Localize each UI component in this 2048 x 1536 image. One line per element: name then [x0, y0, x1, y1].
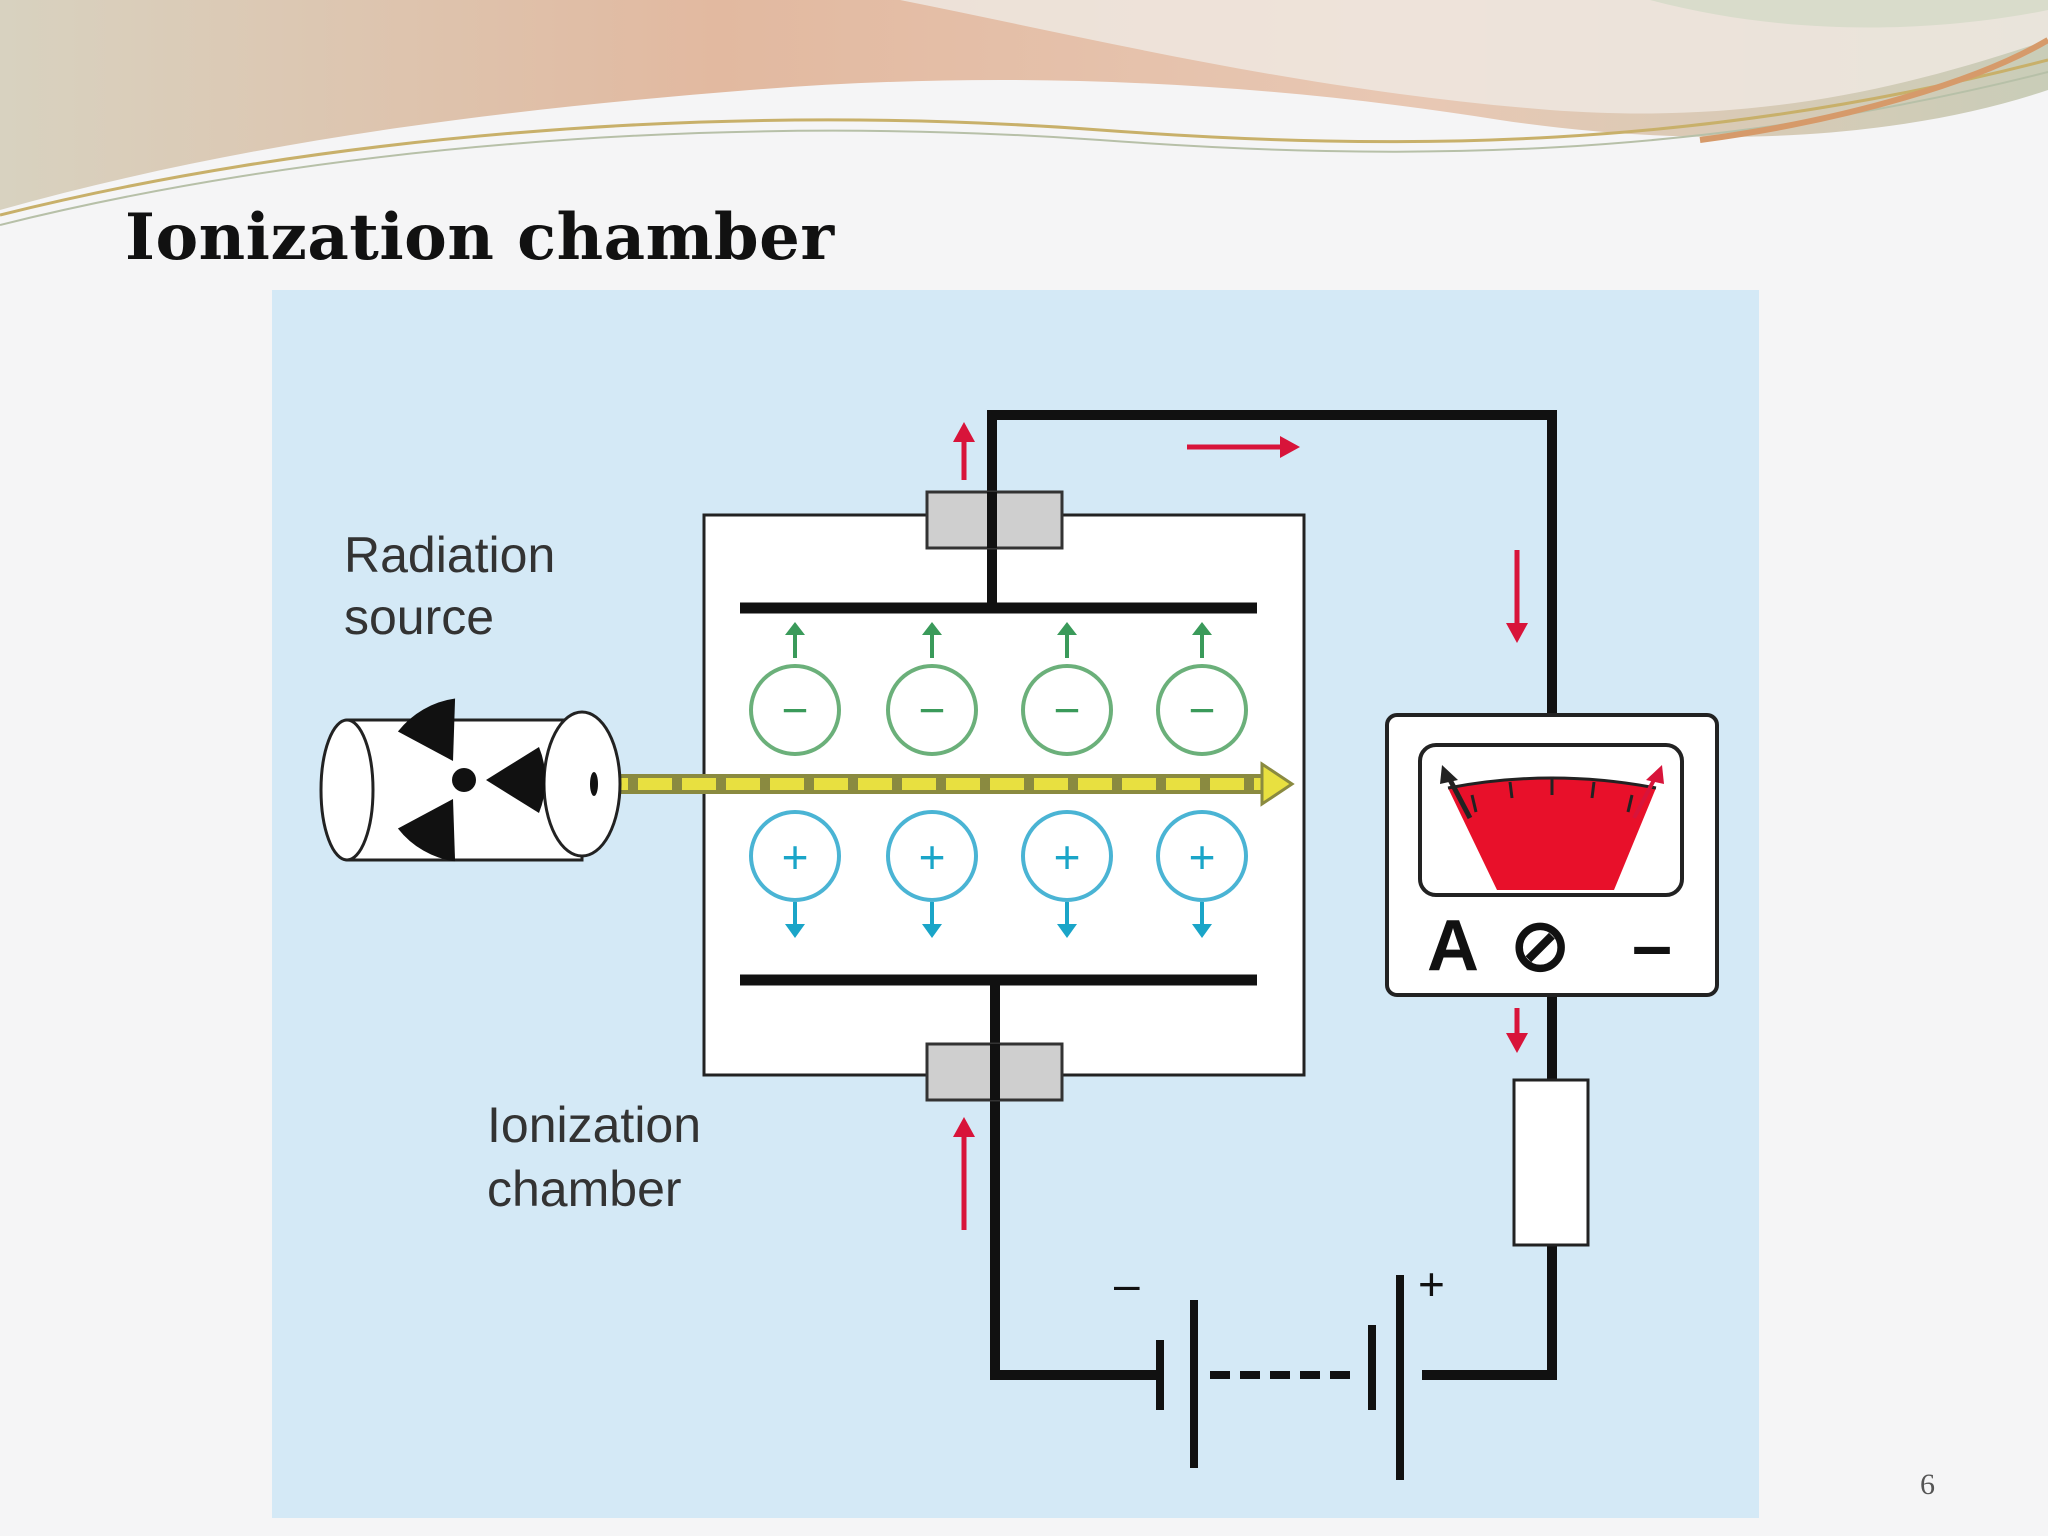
current-arrow [953, 1117, 975, 1230]
positive-ion: + [1156, 810, 1248, 938]
battery-positive-label: + [1418, 1258, 1445, 1310]
negative-ion: − [1156, 622, 1248, 756]
positive-ion-sign: + [1054, 831, 1081, 883]
radiation-hazard-icon [397, 698, 546, 862]
radiation-source-label-line2: source [344, 589, 494, 645]
positive-ion-sign: + [919, 831, 946, 883]
negative-ion-sign: − [1054, 684, 1081, 736]
current-arrow [1187, 436, 1300, 458]
ammeter-zero-symbol: ⊘ [1510, 906, 1570, 986]
current-arrow [1506, 1008, 1528, 1053]
current-arrows [953, 422, 1528, 1230]
positive-ions: + + + + [749, 810, 1248, 938]
ionization-chamber-label-line1: Ionization [487, 1097, 701, 1153]
negative-ion: − [1021, 622, 1113, 756]
chamber-box [702, 513, 1306, 1077]
positive-ion: + [1021, 810, 1113, 938]
current-arrow [1506, 550, 1528, 643]
negative-ion-sign: − [919, 684, 946, 736]
radiation-source [319, 698, 622, 862]
current-arrow [953, 422, 975, 480]
ionization-chamber-label-line2: chamber [487, 1161, 682, 1217]
negative-ion-sign: − [782, 684, 809, 736]
radiation-beam [584, 761, 1295, 807]
ionization-chamber-diagram: − − − − [272, 290, 1759, 1518]
positive-ion-sign: + [782, 831, 809, 883]
ammeter-unit-label: A [1427, 906, 1479, 986]
positive-ion: + [749, 810, 841, 938]
positive-ion: + [886, 810, 978, 938]
positive-ion-sign: + [1189, 831, 1216, 883]
negative-ions: − − − − [749, 622, 1248, 756]
slide-title: Ionization chamber [125, 200, 835, 275]
page-number: 6 [1920, 1468, 1935, 1501]
ammeter: A ⊘ – [1385, 713, 1719, 997]
negative-ion: − [886, 622, 978, 756]
decorative-banner [0, 0, 2048, 226]
ammeter-minus-label: – [1632, 906, 1672, 986]
negative-ion: − [749, 622, 841, 756]
battery-negative-label: – [1114, 1258, 1140, 1310]
resistor [1512, 1078, 1590, 1247]
radiation-source-label-line1: Radiation [344, 527, 555, 583]
battery: – + [1114, 1258, 1445, 1480]
negative-ion-sign: − [1189, 684, 1216, 736]
